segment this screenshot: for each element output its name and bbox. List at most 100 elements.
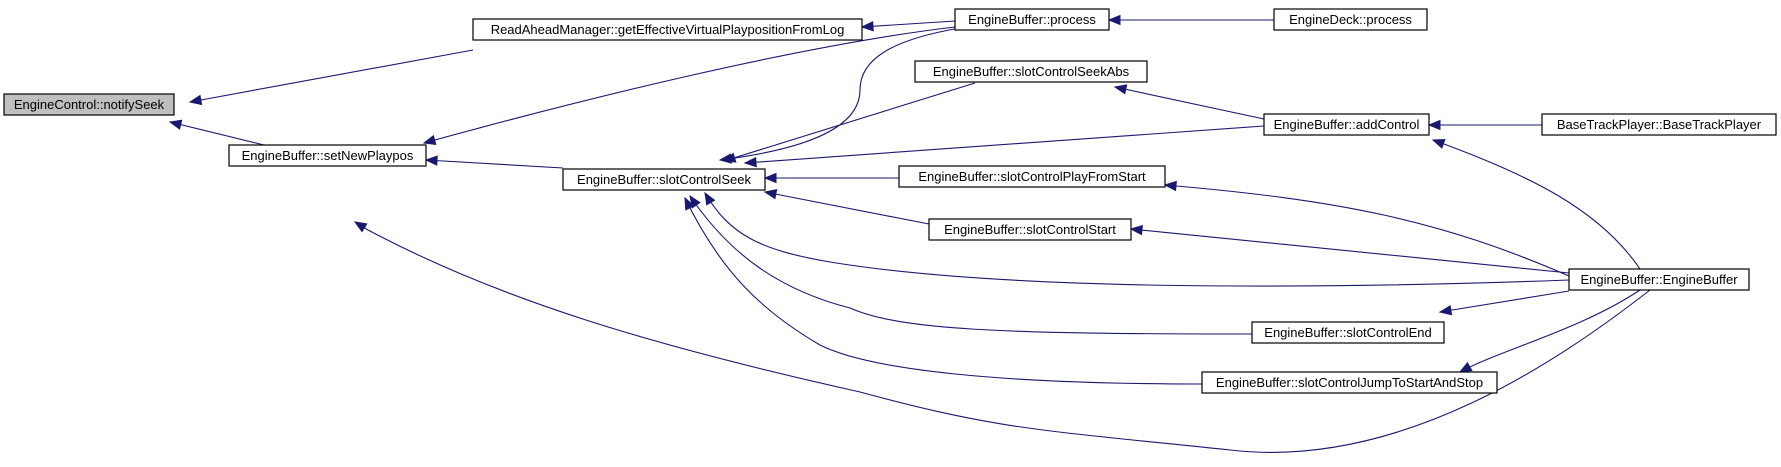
- edge-addControl-to-slotControlSeek: [743, 125, 1265, 168]
- arrowhead-icon: [1129, 224, 1143, 236]
- edge-line: [764, 191, 930, 225]
- edge-line: [169, 121, 265, 146]
- arrowhead-icon: [168, 119, 183, 130]
- arrowhead-icon: [1107, 14, 1121, 26]
- node-label: EngineBuffer::slotControlStart: [944, 222, 1116, 237]
- edge-ctor-to-jumpStop: [1458, 289, 1641, 373]
- node-addControl[interactable]: EngineBuffer::addControl: [1263, 113, 1430, 136]
- node-box: [914, 60, 1148, 83]
- node-label: EngineBuffer::setNewPlaypos: [242, 148, 414, 163]
- node-label: BaseTrackPlayer::BaseTrackPlayer: [1557, 117, 1762, 132]
- node-setNewPlaypos[interactable]: EngineBuffer::setNewPlaypos: [228, 144, 427, 167]
- arrowhead-icon: [353, 221, 368, 233]
- edge-line: [704, 192, 1570, 287]
- node-box: [928, 218, 1132, 241]
- edge-addControl-to-seekAbs: [1113, 84, 1265, 120]
- node-btp[interactable]: BaseTrackPlayer::BaseTrackPlayer: [1541, 113, 1777, 136]
- node-label: EngineBuffer::addControl: [1274, 117, 1420, 132]
- edge-line: [744, 125, 1265, 164]
- edge-line: [1439, 290, 1570, 313]
- edge-process-to-getEffective: [860, 20, 956, 32]
- edge-line: [1432, 139, 1641, 270]
- edge-ctor-to-addControl: [1431, 138, 1641, 270]
- edge-line: [1164, 184, 1570, 277]
- node-label: EngineBuffer::slotControlPlayFromStart: [918, 169, 1146, 184]
- node-box: [898, 165, 1166, 188]
- node-start[interactable]: EngineBuffer::slotControlStart: [928, 218, 1132, 241]
- edge-setNewPlaypos-to-notifySeek: [168, 119, 265, 146]
- node-label: EngineBuffer::process: [968, 12, 1096, 27]
- edges-layer: [168, 14, 1651, 453]
- node-box: [472, 18, 863, 41]
- node-label: EngineBuffer::slotControlSeek: [577, 172, 751, 187]
- arrowhead-icon: [1458, 361, 1473, 373]
- edge-slotControlSeek-to-setNewPlaypos: [424, 155, 564, 169]
- edge-line: [1130, 228, 1570, 274]
- edge-btp-to-addControl: [1427, 119, 1542, 131]
- node-box: [1263, 113, 1430, 136]
- edge-process-to-slotControlSeek: [718, 27, 961, 164]
- arrowhead-icon: [1163, 180, 1177, 192]
- arrowhead-icon: [422, 134, 437, 146]
- node-slotControlSeek[interactable]: EngineBuffer::slotControlSeek: [562, 168, 766, 191]
- node-label: EngineDeck::process: [1289, 12, 1412, 27]
- arrowhead-icon: [704, 191, 716, 206]
- edge-process-to-setNewPlaypos: [422, 26, 956, 146]
- node-end[interactable]: EngineBuffer::slotControlEnd: [1251, 321, 1445, 344]
- edge-jumpStop-to-slotControlSeek: [684, 196, 1203, 385]
- node-label: EngineBuffer::slotControlEnd: [1264, 325, 1431, 340]
- edge-line: [689, 195, 1253, 335]
- arrowhead-icon: [1427, 119, 1441, 131]
- node-label: EngineBuffer::slotControlSeekAbs: [933, 64, 1130, 79]
- arrowhead-icon: [860, 21, 874, 32]
- node-ctor[interactable]: EngineBuffer::EngineBuffer: [1568, 268, 1750, 291]
- node-box: [1273, 8, 1428, 31]
- node-process[interactable]: EngineBuffer::process: [954, 8, 1110, 31]
- arrowhead-icon: [188, 94, 203, 106]
- node-box: [1568, 268, 1750, 291]
- node-box: [228, 144, 427, 167]
- edge-ctor-to-end: [1438, 290, 1570, 316]
- edge-line: [861, 20, 956, 28]
- arrowhead-icon: [1438, 304, 1453, 316]
- node-seekAbs[interactable]: EngineBuffer::slotControlSeekAbs: [914, 60, 1148, 83]
- arrowhead-icon: [763, 189, 778, 200]
- edge-line: [354, 221, 1651, 453]
- edge-ctor-to-start: [1129, 224, 1570, 274]
- node-label: ReadAheadManager::getEffectiveVirtualPla…: [491, 22, 845, 37]
- edge-seekAbs-to-slotControlSeek: [722, 82, 976, 163]
- node-box: [1251, 321, 1445, 344]
- nodes-layer: EngineControl::notifySeek ReadAheadManage…: [3, 8, 1777, 394]
- node-playFromStart[interactable]: EngineBuffer::slotControlPlayFromStart: [898, 165, 1166, 188]
- node-box: [3, 93, 175, 116]
- edge-ctor-to-setNewPlaypos: [353, 221, 1651, 453]
- edge-line: [1114, 86, 1265, 120]
- edge-ctor-to-playFromStart: [1163, 180, 1570, 277]
- node-label: EngineBuffer::EngineBuffer: [1580, 272, 1738, 287]
- edge-getEffective-to-notifySeek: [188, 49, 474, 106]
- node-box: [954, 8, 1110, 31]
- node-deckProcess[interactable]: EngineDeck::process: [1273, 8, 1428, 31]
- arrowhead-icon: [1113, 84, 1128, 95]
- edge-line: [1459, 289, 1641, 373]
- edge-playFromStart-to-slotControlSeek: [763, 172, 899, 184]
- node-notifySeek[interactable]: EngineControl::notifySeek: [3, 93, 175, 116]
- node-label: EngineControl::notifySeek: [14, 97, 165, 112]
- edge-line: [423, 26, 956, 144]
- arrowhead-icon: [1431, 138, 1446, 149]
- node-box: [1541, 113, 1777, 136]
- node-box: [562, 168, 766, 191]
- edge-deckProcess-to-process: [1107, 14, 1274, 26]
- node-label: EngineBuffer::slotControlJumpToStartAndS…: [1216, 375, 1483, 390]
- edge-ctor-to-slotControlSeek: [704, 191, 1570, 287]
- edge-line: [425, 159, 564, 169]
- edge-line: [723, 82, 976, 162]
- arrowhead-icon: [763, 172, 777, 184]
- arrowhead-icon: [743, 156, 757, 168]
- node-jumpStop[interactable]: EngineBuffer::slotControlJumpToStartAndS…: [1201, 371, 1498, 394]
- arrowhead-icon: [684, 196, 695, 211]
- edge-line: [189, 49, 474, 103]
- node-box: [1201, 371, 1498, 394]
- node-getEffective[interactable]: ReadAheadManager::getEffectiveVirtualPla…: [472, 18, 863, 41]
